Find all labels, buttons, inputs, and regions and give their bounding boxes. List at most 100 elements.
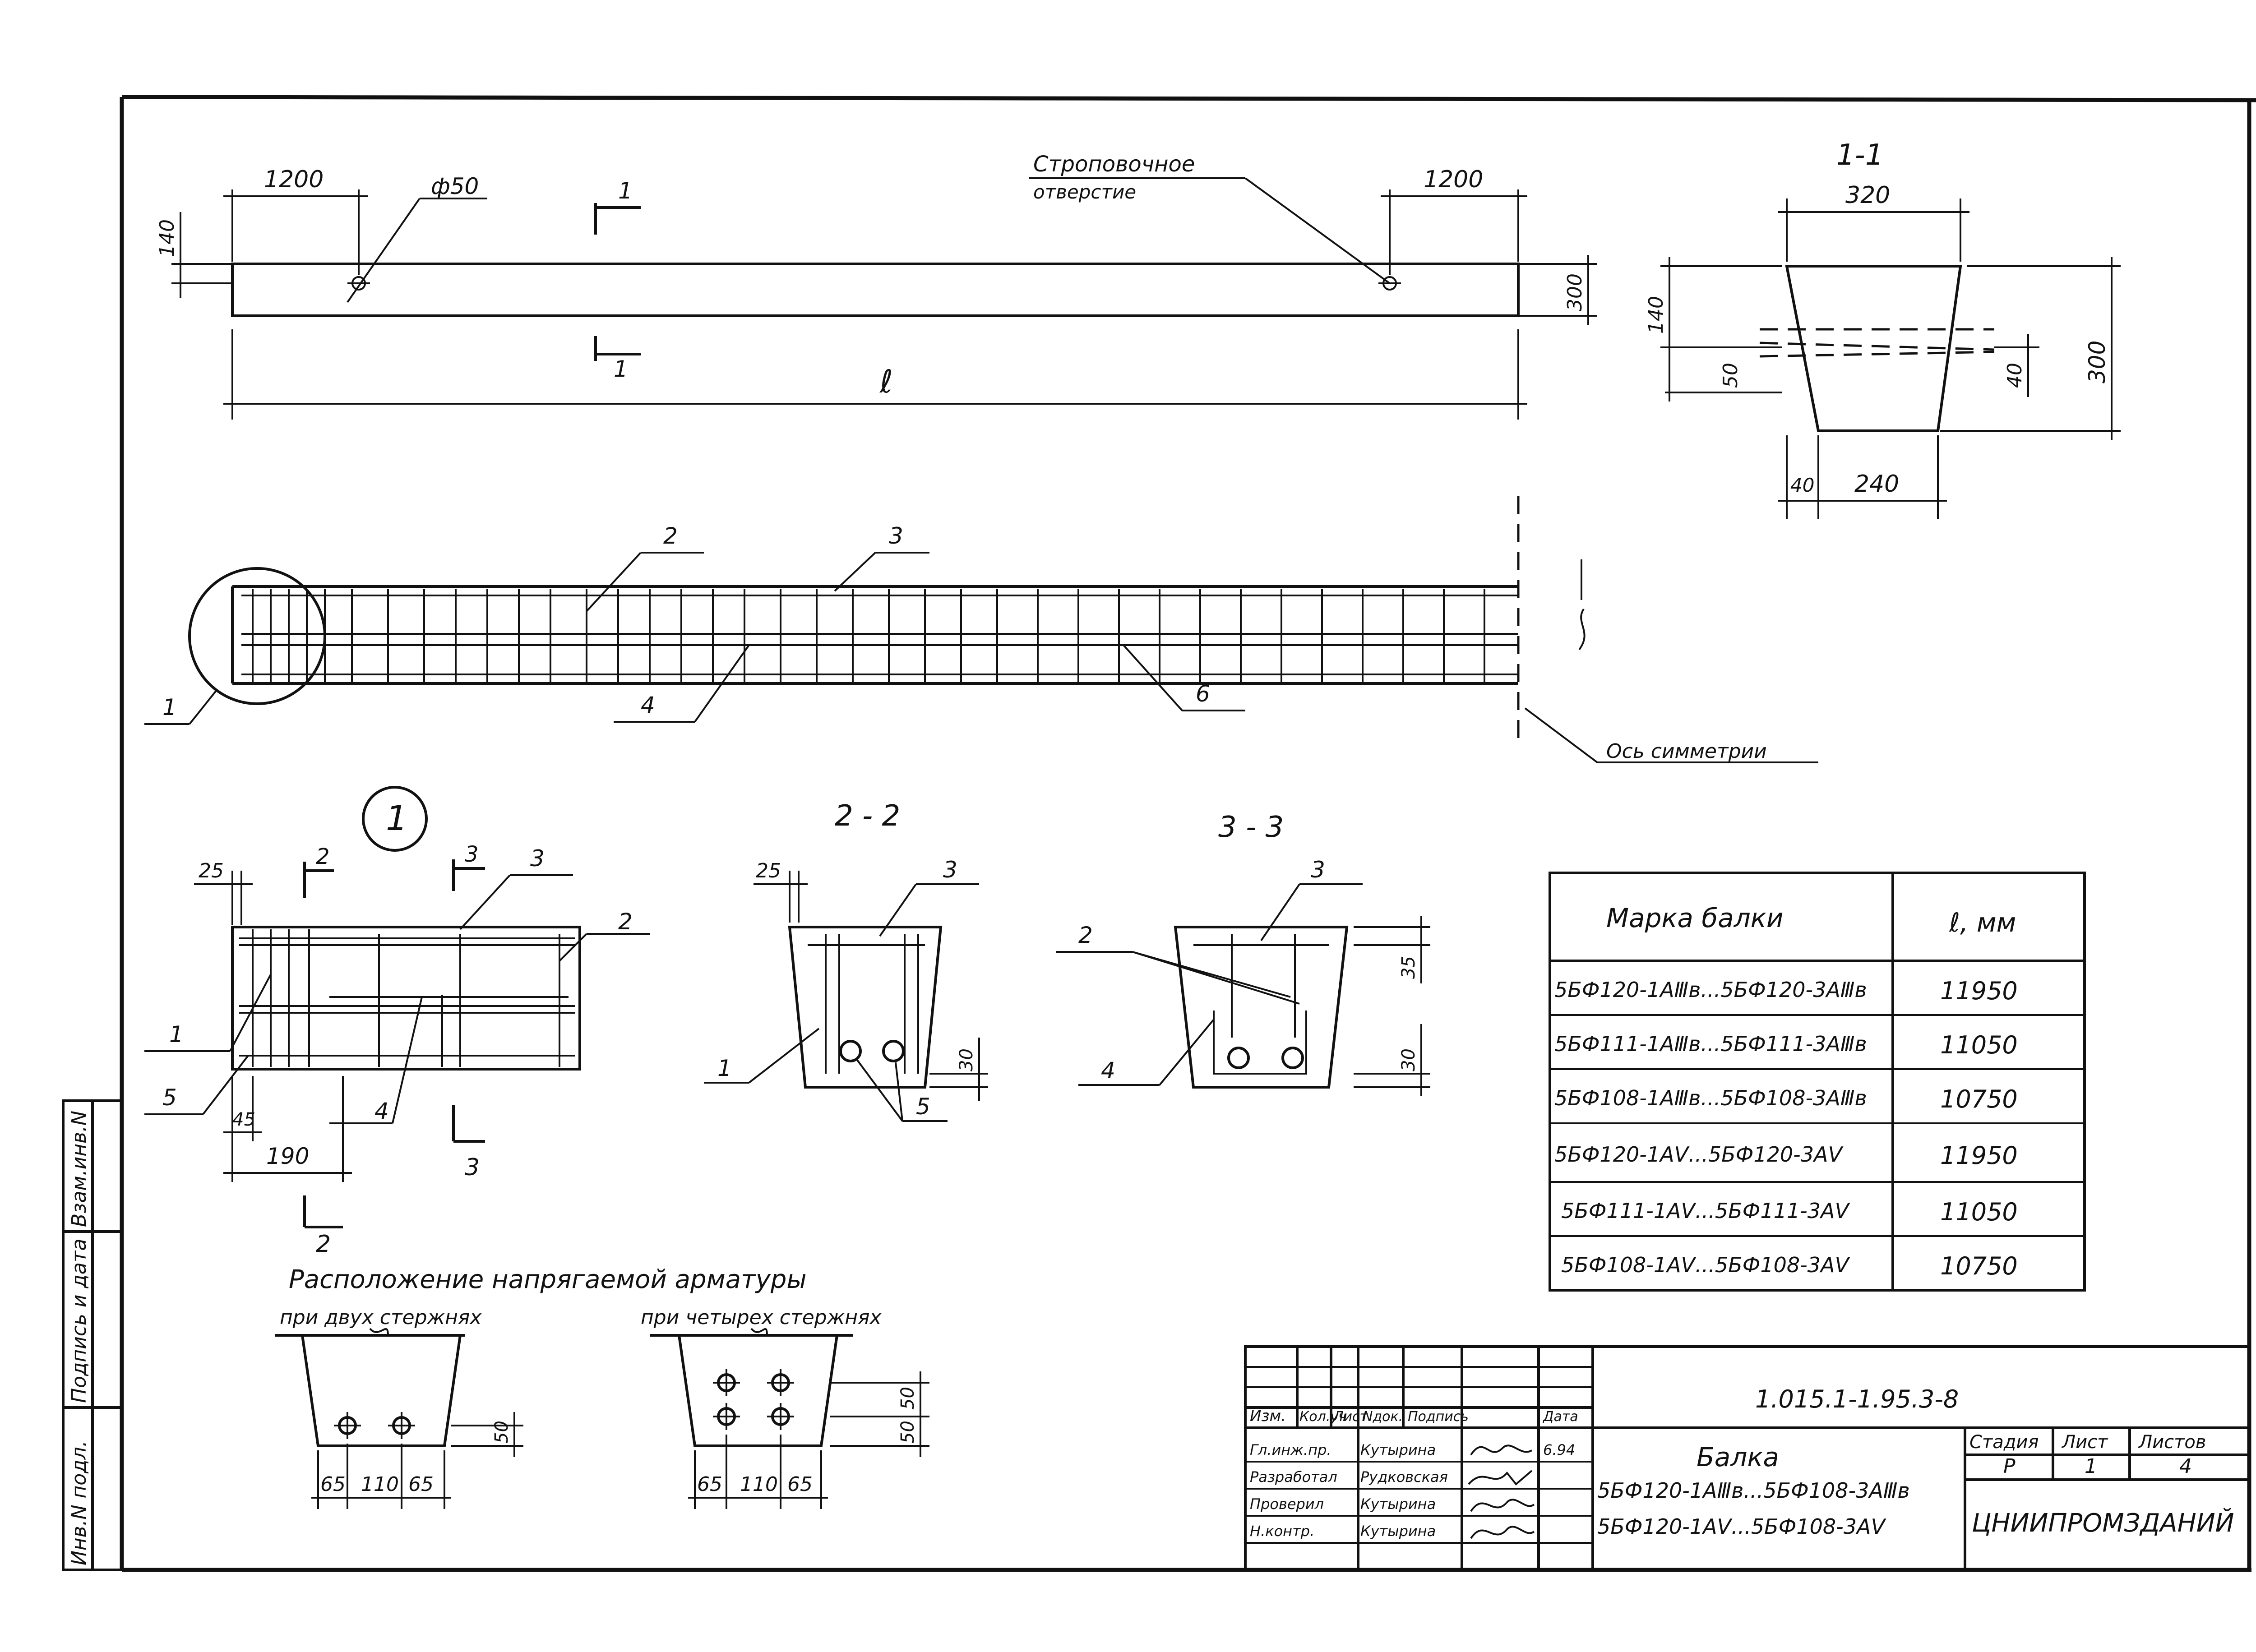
tb-date-1: 6.94 — [1543, 1441, 1575, 1458]
beam-outline — [231, 263, 1520, 317]
signature-4 — [1470, 1526, 1535, 1539]
two-bars-dim-110: 110 — [361, 1473, 399, 1496]
tb-name-2: Рудковская — [1360, 1468, 1448, 1486]
tb-sheet-label: Лист — [2061, 1432, 2108, 1453]
lifting-hole-label-2: отверстие — [1033, 181, 1136, 203]
section-1-1-dim-bottom-240: 240 — [1854, 471, 1899, 498]
hole-diameter-label: ф50 — [431, 173, 479, 199]
node-1-outline — [231, 926, 581, 1071]
table-row-6-length: 10750 — [1940, 1252, 2018, 1280]
node-1: 1 2 3 3 2 25 3 — [144, 786, 650, 1258]
section-2-2-title: 2 - 2 — [835, 799, 900, 833]
tb-sheet-value: 1 — [2085, 1455, 2097, 1478]
tendon-bar-2a — [334, 1412, 361, 1439]
pos-6-label: 6 — [1196, 681, 1210, 707]
section-2-2-dim-25: 25 — [756, 859, 781, 882]
tb-stage-value: Р — [2003, 1455, 2016, 1478]
node-1-cut-3-top: 3 — [465, 842, 479, 867]
signature-1 — [1470, 1444, 1533, 1456]
section-1-1-dim-40: 40 — [2003, 363, 2026, 388]
section-1-1-dim-50: 50 — [1719, 363, 1742, 388]
pos-3-label: 3 — [889, 523, 903, 549]
four-bars-dim-50a: 50 — [897, 1387, 918, 1410]
tb-sheets-label: Листов — [2138, 1432, 2206, 1453]
margin-field-signature: Подпись и дата — [68, 1239, 91, 1403]
title-block: Изм. Кол.уч Лист Nдок. Подпись Дата Гл.и… — [1244, 1345, 2251, 1571]
section-2-2-pos-5: 5 — [916, 1094, 930, 1120]
two-bars-dim-65a: 65 — [320, 1473, 346, 1496]
stirrups — [252, 589, 1485, 682]
tb-col-date: Дата — [1542, 1409, 1578, 1425]
tb-role-3: Проверил — [1250, 1495, 1324, 1513]
node-1-marker — [362, 786, 428, 852]
four-bars-label: при четырех стержнях — [641, 1306, 882, 1329]
node-1-cut-2-bottom: 2 — [316, 1231, 331, 1258]
tb-name-4: Кутырина — [1360, 1523, 1436, 1540]
tb-doc-code: 1.015.1-1.95.3-8 — [1755, 1385, 1959, 1413]
tb-role-1: Гл.инж.пр. — [1250, 1441, 1331, 1458]
detail-1-callout — [188, 567, 326, 705]
table-header-length: ℓ, мм — [1949, 907, 2016, 938]
node-1-pos-1: 1 — [169, 1021, 184, 1047]
tendon-bar-4b — [767, 1369, 794, 1396]
tb-role-4: Н.контр. — [1250, 1523, 1314, 1540]
tendon-bar-2b — [388, 1412, 415, 1439]
table-row-2-length: 11050 — [1940, 1031, 2018, 1059]
dim-1200-right: 1200 — [1424, 166, 1483, 193]
tb-col-change: Изм. — [1250, 1407, 1286, 1425]
tb-role-2: Разработал — [1250, 1468, 1337, 1486]
lifting-hole-label-1: Строповочное — [1033, 152, 1195, 177]
section-mark-top: 1 — [618, 178, 633, 204]
tb-name-line-3: 5БФ120-1АⅤ...5БФ108-3АⅤ — [1597, 1514, 1886, 1539]
table-row-1-mark: 5БФ120-1АⅢв...5БФ120-3АⅢв — [1554, 978, 1867, 1002]
section-3-3: 3 - 3 3 2 4 35 30 — [1056, 811, 1430, 1096]
section-3-3-pos-3: 3 — [1311, 857, 1325, 883]
node-1-pos-5: 5 — [162, 1084, 177, 1111]
left-margin-stamp: Инв.N подл. Подпись и дата Взам.инв.N — [62, 1099, 123, 1571]
dim-1200-left: 1200 — [264, 166, 324, 193]
section-3-3-pos-4: 4 — [1101, 1057, 1115, 1084]
section-1-1-dim-bottom-40: 40 — [1790, 474, 1814, 496]
four-bars-dim-50b: 50 — [897, 1421, 918, 1444]
tb-col-docnum: Nдок. — [1363, 1409, 1403, 1425]
tb-col-signature: Подпись — [1408, 1409, 1469, 1425]
table-row-4-length: 11950 — [1940, 1141, 2018, 1170]
section-2-2-bar-left — [839, 1040, 862, 1062]
dim-140-plan: 140 — [156, 219, 179, 257]
table-row-2-mark: 5БФ111-1АⅢв...5БФ111-3АⅢв — [1554, 1032, 1867, 1056]
section-2-2-dim-30: 30 — [956, 1048, 977, 1071]
tb-organization: ЦНИИПРОМЗДАНИЙ — [1972, 1509, 2234, 1538]
tb-stage-label: Стадия — [1969, 1432, 2039, 1453]
tb-name-3: Кутырина — [1360, 1495, 1436, 1513]
pos-4-label: 4 — [641, 692, 655, 718]
table-row-5-mark: 5БФ111-1АⅤ...5БФ111-3АⅤ — [1561, 1199, 1850, 1223]
section-3-3-pos-2: 2 — [1078, 922, 1093, 948]
four-bars-dim-65a: 65 — [697, 1473, 722, 1496]
node-1-pos-4: 4 — [374, 1098, 389, 1124]
section-3-3-title: 3 - 3 — [1218, 811, 1284, 844]
four-bars-dim-110: 110 — [740, 1473, 778, 1496]
node-1-cut-2-top: 2 — [316, 844, 330, 869]
node-1-pos-2: 2 — [618, 909, 633, 935]
node-1-dim-190: 190 — [266, 1143, 309, 1169]
table-row-5-length: 11050 — [1940, 1198, 2018, 1226]
dim-300-plan: 300 — [1563, 273, 1586, 311]
section-2-2-bar-right — [882, 1040, 905, 1062]
node-1-number: 1 — [386, 798, 407, 838]
table-row-6-mark: 5БФ108-1АⅤ...5БФ108-3АⅤ — [1561, 1253, 1850, 1277]
node-1-cut-3-bottom: 3 — [465, 1154, 480, 1181]
section-1-1-outline — [1785, 265, 1962, 432]
tb-name-line-1: Балка — [1697, 1442, 1779, 1472]
tb-name-line-2: 5БФ120-1АⅢв...5БФ108-3АⅢв — [1597, 1478, 1910, 1503]
section-3-3-bar-right — [1281, 1047, 1304, 1069]
section-1-1-dim-140: 140 — [1645, 296, 1668, 334]
tb-sheets-value: 4 — [2179, 1455, 2192, 1478]
four-bars-dim-65b: 65 — [787, 1473, 813, 1496]
signature-3 — [1470, 1499, 1535, 1512]
section-1-1-height: 300 — [2084, 341, 2110, 383]
reinforcement-elevation: Ось симметрии 2 3 4 6 1 — [144, 496, 1818, 763]
section-2-2-pos-3: 3 — [943, 857, 957, 883]
section-2-2: 2 - 2 25 3 1 5 30 — [704, 799, 988, 1122]
tb-col-sheet: Лист — [1333, 1409, 1368, 1425]
